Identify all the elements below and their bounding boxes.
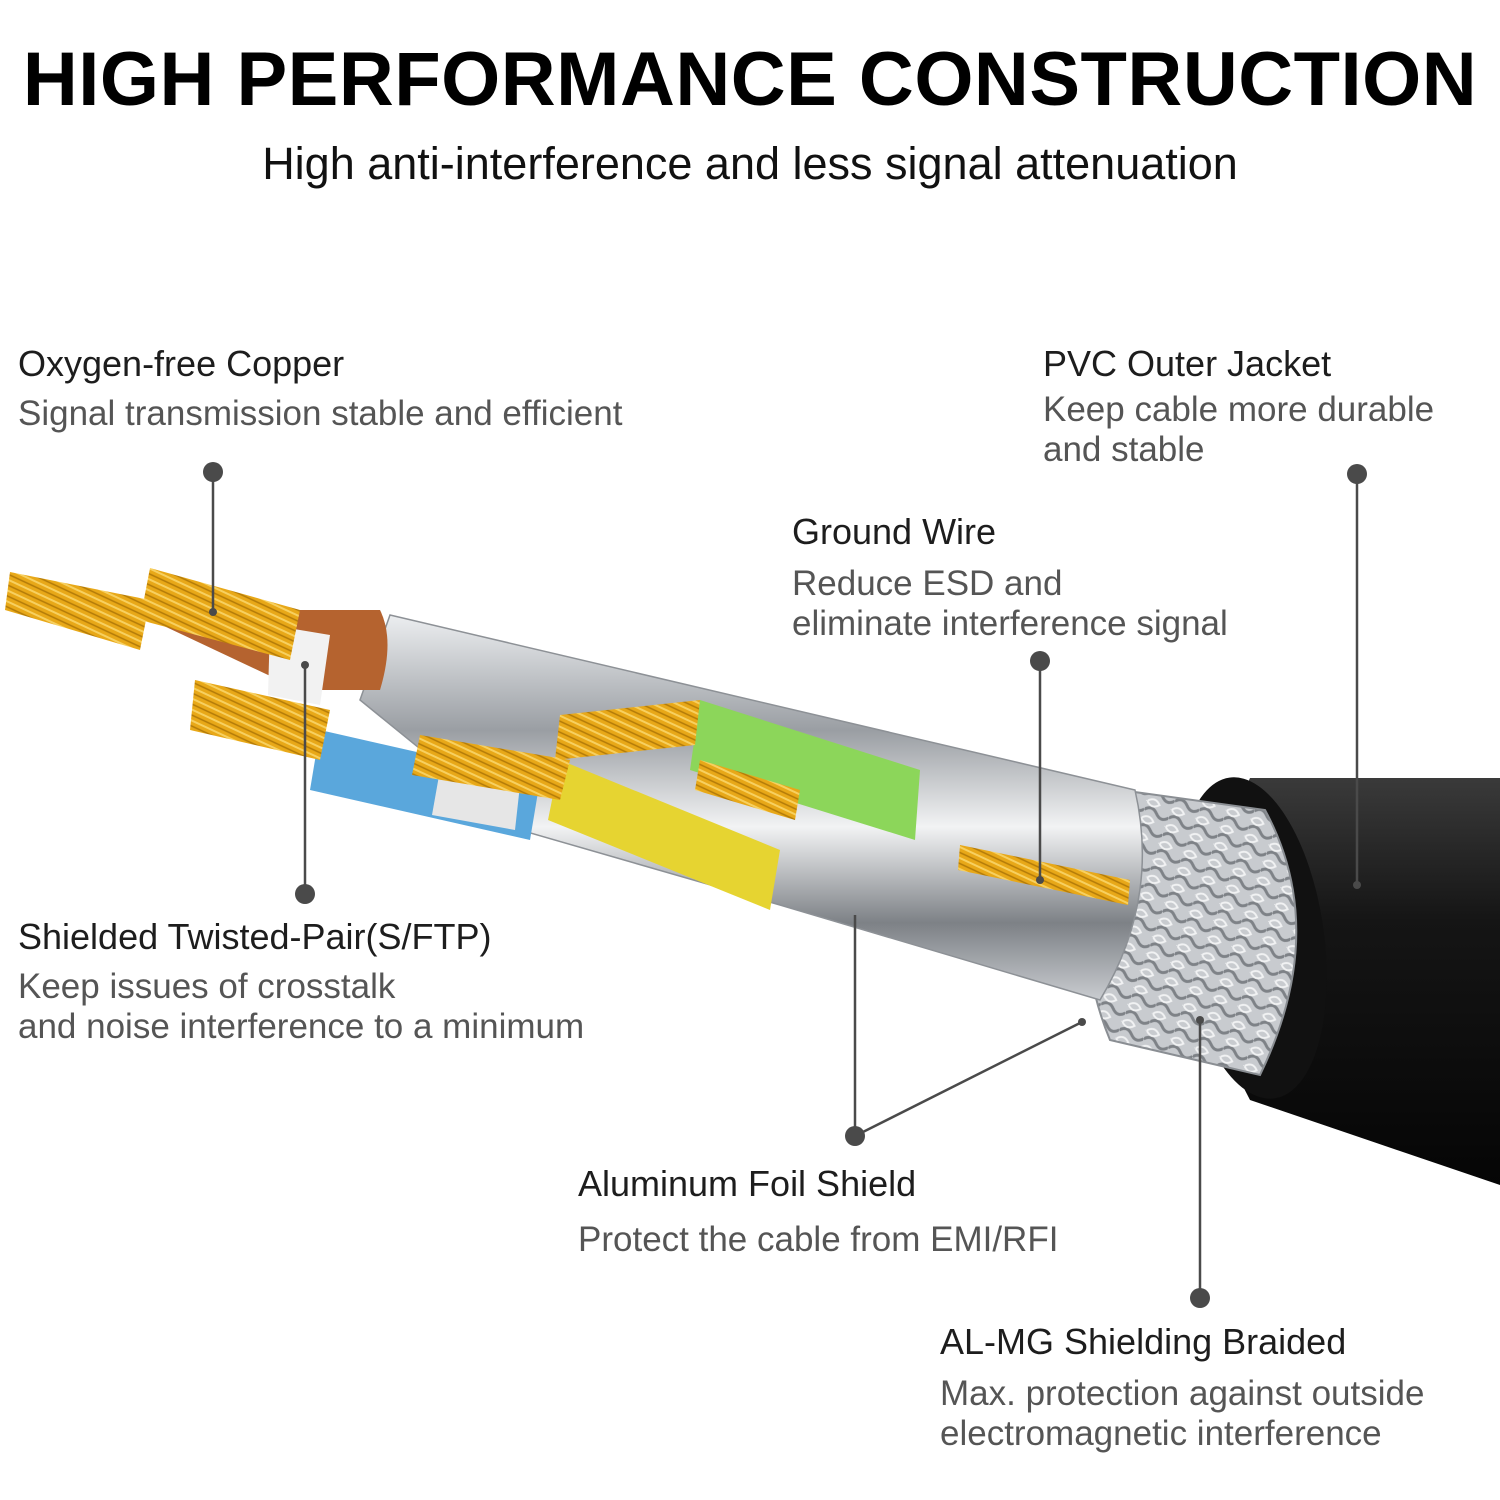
callout-description: Signal transmission stable and efficient <box>18 394 623 433</box>
leader-al-mg-shielding-braided <box>1190 1016 1210 1308</box>
callout-description-line-2: eliminate interference signal <box>792 604 1228 643</box>
leader-endpoint <box>301 661 309 669</box>
callout-description-line-2: and noise interference to a minimum <box>18 1007 585 1046</box>
pair-green-white <box>690 700 920 840</box>
callout-heading: Ground Wire <box>792 511 997 552</box>
callout-heading: Shielded Twisted-Pair(S/FTP) <box>18 916 492 957</box>
callout-ground-wire: Ground Wire Reduce ESD and eliminate int… <box>792 510 1228 644</box>
page-title: HIGH PERFORMANCE CONSTRUCTION <box>22 37 1478 122</box>
pair-yellow-white <box>548 760 780 910</box>
copper-strands <box>5 568 1130 905</box>
leader-ground-wire <box>1030 651 1050 884</box>
leader-endpoint <box>1196 1016 1204 1024</box>
callout-heading: AL-MG Shielding Braided <box>940 1321 1347 1362</box>
leader-aluminum-foil-shield <box>845 915 1086 1146</box>
leader-endpoint <box>1353 881 1361 889</box>
callout-heading: Aluminum Foil Shield <box>578 1163 917 1204</box>
callout-description-line-1: Reduce ESD and <box>792 564 1063 603</box>
leader-dot <box>845 1126 865 1146</box>
callout-description-line-2: electromagnetic interference <box>940 1414 1382 1453</box>
callout-aluminum-foil-shield: Aluminum Foil Shield Protect the cable f… <box>578 1162 1058 1260</box>
callout-al-mg-shielding-braided: AL-MG Shielding Braided Max. protection … <box>940 1320 1424 1454</box>
callout-shielded-twisted-pair: Shielded Twisted-Pair(S/FTP) Keep issues… <box>18 915 584 1047</box>
page-subtitle: High anti-interference and less signal a… <box>262 138 1238 189</box>
leader-endpoint <box>1078 1018 1086 1026</box>
leader-endpoint <box>1036 876 1044 884</box>
callout-description-line-2: and stable <box>1043 430 1205 469</box>
callout-description-line-1: Keep cable more durable <box>1043 390 1435 429</box>
leader-shielded-twisted-pair <box>295 661 315 904</box>
leader-dot <box>295 884 315 904</box>
leader-pvc-outer-jacket <box>1347 464 1367 889</box>
foil-shield-bundle <box>359 614 1144 1001</box>
leader-dot <box>1030 651 1050 671</box>
leader-endpoint <box>209 608 217 616</box>
callout-description-line-1: Keep issues of crosstalk <box>18 967 396 1006</box>
callout-description-line-1: Max. protection against outside <box>940 1374 1425 1413</box>
leader-dot <box>203 462 223 482</box>
callout-heading: PVC Outer Jacket <box>1043 343 1332 384</box>
callout-oxygen-free-copper: Oxygen-free Copper Signal transmission s… <box>18 342 622 434</box>
callout-heading: Oxygen-free Copper <box>18 343 345 384</box>
leader-dot <box>1190 1288 1210 1308</box>
callout-description: Protect the cable from EMI/RFI <box>578 1220 1059 1259</box>
leader-oxygen-free-copper <box>203 462 223 616</box>
callout-pvc-outer-jacket: PVC Outer Jacket Keep cable more durable… <box>1043 342 1434 470</box>
leader-dot <box>1347 464 1367 484</box>
